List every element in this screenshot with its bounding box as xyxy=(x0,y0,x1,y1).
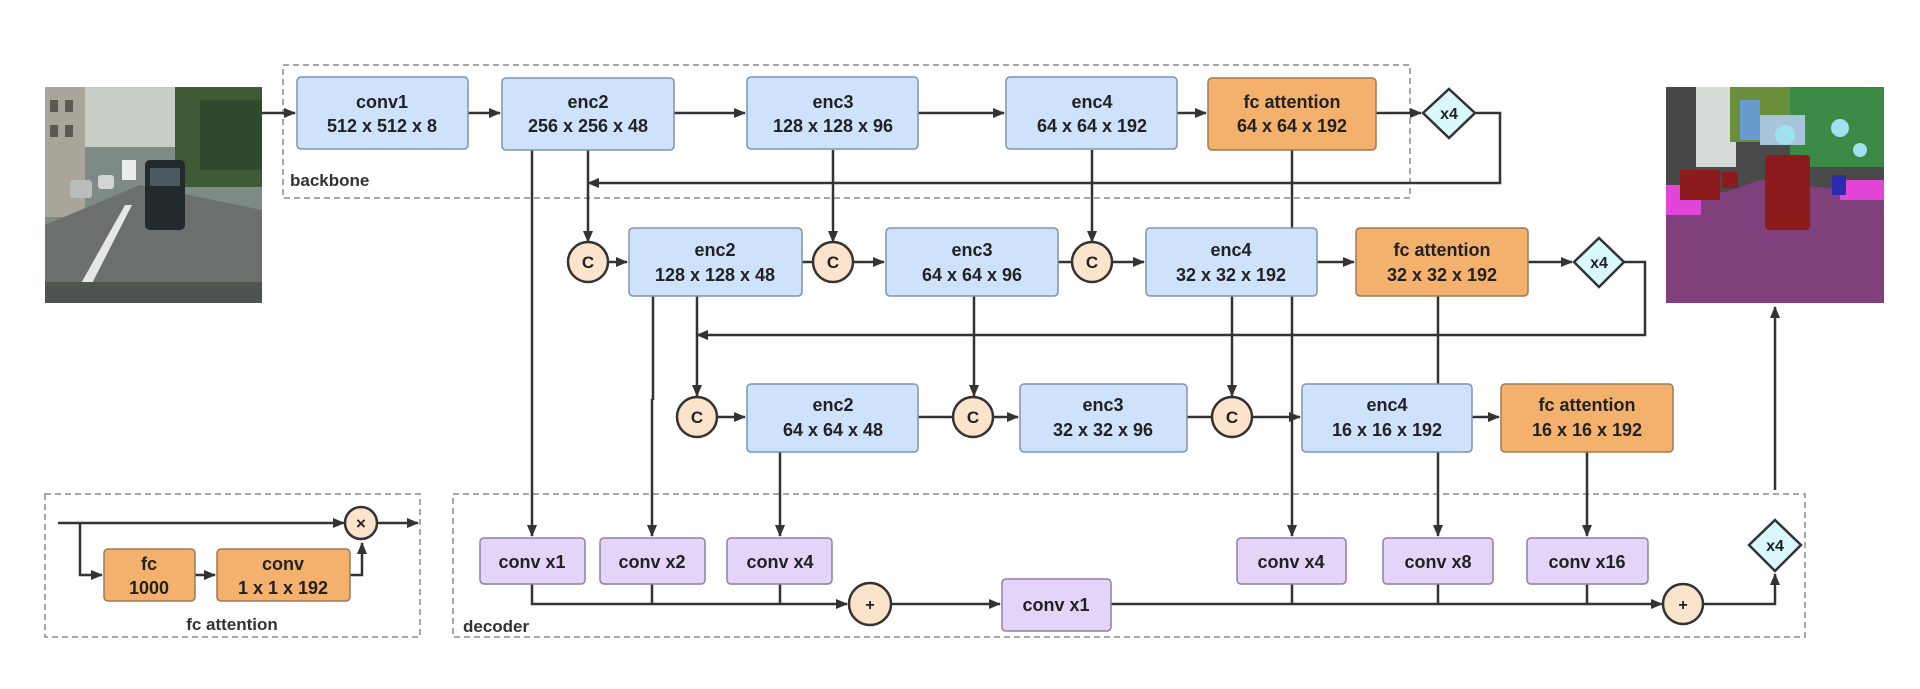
fc-size: 1000 xyxy=(129,578,169,598)
svg-text:C: C xyxy=(1086,253,1098,272)
svg-text:+: + xyxy=(1678,597,1687,614)
concat-op-row3-c: C xyxy=(1210,395,1254,439)
enc2-row2-shape: 128 x 128 x 48 xyxy=(655,265,775,285)
svg-text:×: × xyxy=(356,514,366,533)
backbone-label: backbone xyxy=(290,171,369,190)
enc4-block-row1: enc4 64 x 64 x 192 xyxy=(1005,76,1178,150)
fc-attention-row3-shape: 16 x 16 x 192 xyxy=(1532,420,1642,440)
conv1-shape: 512 x 512 x 8 xyxy=(327,116,437,136)
enc3-row2-label: enc3 xyxy=(951,240,992,260)
svg-text:conv x2: conv x2 xyxy=(618,552,685,572)
enc2-row3-label: enc2 xyxy=(812,395,853,415)
enc4-block-row2: enc4 32 x 32 x 192 xyxy=(1145,227,1318,297)
enc3-block-row3: enc3 32 x 32 x 96 xyxy=(1019,383,1188,453)
input-image xyxy=(45,87,262,303)
enc3-block-row1: enc3 128 x 128 x 96 xyxy=(746,76,919,150)
fc-label: fc xyxy=(141,554,157,574)
concat-op-row2-b: C xyxy=(811,240,855,284)
add-op-left: + xyxy=(847,581,893,627)
fc-attention-row1-shape: 64 x 64 x 192 xyxy=(1237,116,1347,136)
fc-attention-group-label: fc attention xyxy=(186,615,278,634)
svg-text:conv x4: conv x4 xyxy=(746,552,813,572)
conv1-block: conv1 512 x 512 x 8 xyxy=(296,76,469,150)
fc-attention-block-row2: fc attention 32 x 32 x 192 xyxy=(1355,227,1529,297)
enc2-row2-label: enc2 xyxy=(694,240,735,260)
output-segmentation-image xyxy=(1666,87,1884,303)
svg-text:+: + xyxy=(865,597,874,614)
svg-text:C: C xyxy=(967,408,979,427)
enc4-row3-label: enc4 xyxy=(1366,395,1407,415)
backbone-group-box xyxy=(282,64,1411,199)
enc3-block-row2: enc3 64 x 64 x 96 xyxy=(885,227,1059,297)
svg-text:conv x8: conv x8 xyxy=(1404,552,1471,572)
svg-text:conv x1: conv x1 xyxy=(1022,595,1089,615)
conv-label: conv xyxy=(262,554,304,574)
upsample-x4-row1-label: x4 xyxy=(1440,106,1458,123)
enc2-block-row1: enc2 256 x 256 x 48 xyxy=(501,77,675,151)
upsample-x4-row2-label: x4 xyxy=(1590,255,1608,272)
fc-attention-block-row3: fc attention 16 x 16 x 192 xyxy=(1500,383,1674,453)
svg-text:C: C xyxy=(582,253,594,272)
enc4-row1-label: enc4 xyxy=(1071,92,1112,112)
enc4-row1-shape: 64 x 64 x 192 xyxy=(1037,116,1147,136)
svg-text:C: C xyxy=(691,408,703,427)
fc-attention-block-row1: fc attention 64 x 64 x 192 xyxy=(1207,77,1377,151)
enc2-row3-shape: 64 x 64 x 48 xyxy=(783,420,883,440)
add-op-right: + xyxy=(1661,582,1705,626)
decoder-conv-x2: conv x2 xyxy=(599,537,706,585)
enc4-row3-shape: 16 x 16 x 192 xyxy=(1332,420,1442,440)
multiply-op: × xyxy=(343,505,379,541)
conv1-label: conv1 xyxy=(356,92,408,112)
concat-op-row3-a: C xyxy=(675,395,719,439)
connectors xyxy=(58,108,1780,609)
decoder-conv-x1-left: conv x1 xyxy=(479,537,586,585)
fc-attention-row2-shape: 32 x 32 x 192 xyxy=(1387,265,1497,285)
svg-text:C: C xyxy=(827,253,839,272)
decoder-conv-x16: conv x16 xyxy=(1526,537,1649,585)
enc2-row1-label: enc2 xyxy=(567,92,608,112)
decoder-conv-x4-left: conv x4 xyxy=(726,537,833,585)
enc3-row3-shape: 32 x 32 x 96 xyxy=(1053,420,1153,440)
decoder-conv-x4-right: conv x4 xyxy=(1236,537,1347,585)
concat-op-row2-c: C xyxy=(1070,240,1114,284)
enc4-row2-shape: 32 x 32 x 192 xyxy=(1176,265,1286,285)
decoder-group-box xyxy=(452,493,1806,638)
decoder-conv-x8: conv x8 xyxy=(1382,537,1494,585)
enc3-row2-shape: 64 x 64 x 96 xyxy=(922,265,1022,285)
fc-attention-group-box xyxy=(44,493,421,638)
fc-attention-row1-label: fc attention xyxy=(1244,92,1341,112)
enc2-block-row2: enc2 128 x 128 x 48 xyxy=(628,227,803,297)
upsample-x4-row1: x4 xyxy=(1421,87,1477,140)
concat-op-row3-b: C xyxy=(951,395,995,439)
enc4-row2-label: enc4 xyxy=(1210,240,1251,260)
conv-1x1-block: conv 1 x 1 x 192 xyxy=(216,548,351,602)
upsample-x4-row2: x4 xyxy=(1572,236,1626,289)
upsample-x4-decoder: x4 xyxy=(1747,518,1803,573)
enc2-block-row3: enc2 64 x 64 x 48 xyxy=(746,383,919,453)
fc-attention-row2-label: fc attention xyxy=(1394,240,1491,260)
fc-1000-block: fc 1000 xyxy=(103,548,196,602)
enc2-row1-shape: 256 x 256 x 48 xyxy=(528,116,648,136)
decoder-label: decoder xyxy=(463,617,530,636)
fc-attention-row3-label: fc attention xyxy=(1539,395,1636,415)
concat-op-row2-a: C xyxy=(566,240,610,284)
svg-text:conv x16: conv x16 xyxy=(1548,552,1625,572)
conv-shape: 1 x 1 x 192 xyxy=(238,578,328,598)
upsample-x4-decoder-label: x4 xyxy=(1766,538,1784,555)
enc3-row3-label: enc3 xyxy=(1082,395,1123,415)
enc3-row1-shape: 128 x 128 x 96 xyxy=(773,116,893,136)
svg-text:conv x1: conv x1 xyxy=(498,552,565,572)
svg-text:conv x4: conv x4 xyxy=(1257,552,1324,572)
svg-text:C: C xyxy=(1226,408,1238,427)
enc3-row1-label: enc3 xyxy=(812,92,853,112)
enc4-block-row3: enc4 16 x 16 x 192 xyxy=(1301,383,1473,453)
decoder-conv-x1-middle: conv x1 xyxy=(1001,578,1112,632)
